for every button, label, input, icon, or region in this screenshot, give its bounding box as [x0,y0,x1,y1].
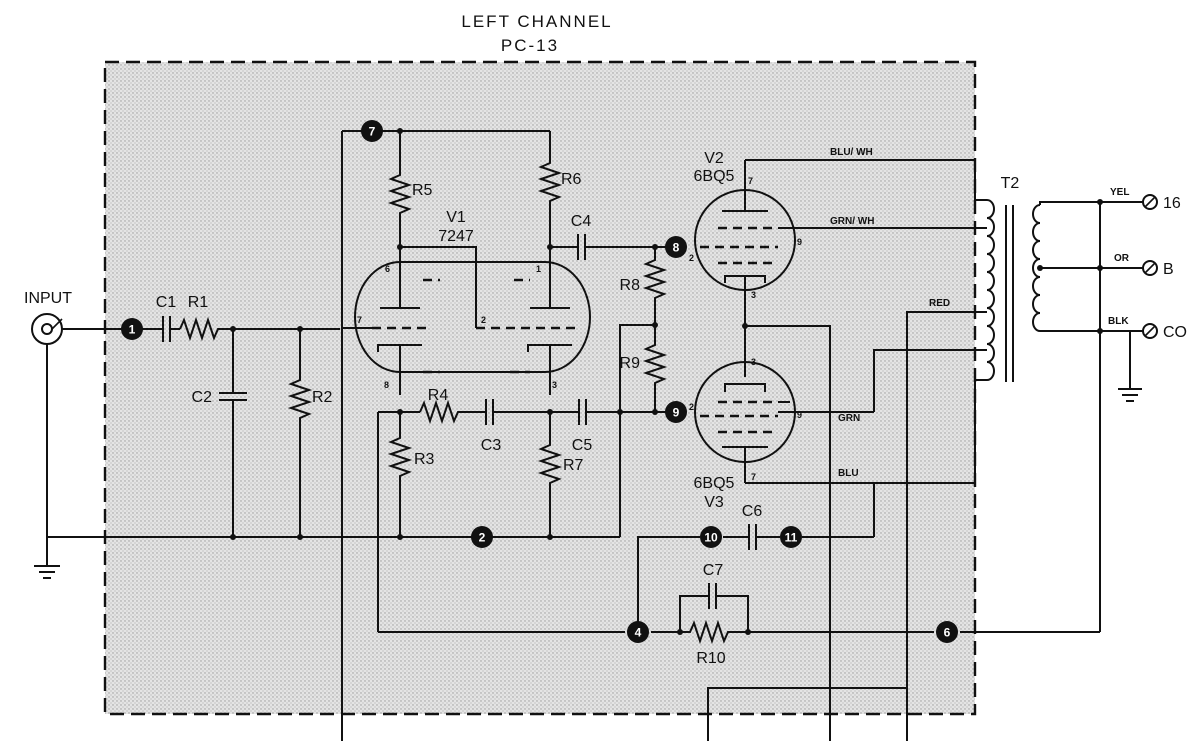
board-label: PC-13 [501,36,559,55]
v1-label: V1 [446,209,466,226]
resistor-r6 [537,131,563,247]
v1-pin8: 8 [384,380,389,390]
tube-v3 [694,340,796,483]
r2-label: R2 [312,389,333,406]
wire-blu-wh-label: BLU/ WH [830,147,873,158]
wire-yel-label: YEL [1110,187,1129,198]
v1-pin1: 1 [536,264,541,274]
input-jack [31,313,63,565]
svg-text:6: 6 [944,626,951,640]
c2-label: C2 [192,389,213,406]
capacitor-c6 [723,524,780,550]
v2-pin2: 2 [689,253,694,263]
v3-pin2: 2 [689,402,694,412]
v3-pin3: 3 [751,357,756,367]
v3-type-label: 6BQ5 [694,475,735,492]
svg-text:4: 4 [635,626,642,640]
wire-grn-label: GRN [838,413,860,424]
r8-label: R8 [620,277,641,294]
svg-text:10: 10 [704,531,718,545]
v2-pin9: 9 [797,237,802,247]
node-6: 6 [936,621,958,643]
tube-v1 [342,246,591,395]
node-2: 2 [471,526,493,548]
resistor-r7 [537,412,563,537]
resistor-r1 [179,316,340,342]
v3-pin7: 7 [751,472,756,482]
c7-label: C7 [703,562,724,579]
v1-pin3: 3 [552,380,557,390]
v3-label: V3 [704,494,724,511]
resistor-r4 [419,399,485,425]
capacitor-c1 [140,316,180,342]
speaker-terminal-b [1142,260,1158,276]
v2-pin3: 3 [751,290,756,300]
resistor-r10 [680,619,748,645]
speaker-terminal-com [1142,323,1158,339]
node-4: 4 [627,621,649,643]
r9-label: R9 [620,355,641,372]
node-10: 10 [700,526,722,548]
r7-label: R7 [563,457,584,474]
c6-label: C6 [742,503,763,520]
transformer-t2 [986,199,1100,382]
v2-label: V2 [704,150,724,167]
v2-type-label: 6BQ5 [694,168,735,185]
terminal-b-label: B [1163,261,1174,278]
svg-text:2: 2 [479,531,486,545]
svg-text:11: 11 [785,531,798,545]
capacitor-c3 [485,399,578,425]
resistor-r3 [387,412,413,537]
capacitor-c2 [219,329,247,537]
svg-text:8: 8 [673,241,680,255]
svg-text:7: 7 [369,125,376,139]
v1-pin6: 6 [385,264,390,274]
channel-title: LEFT CHANNEL [461,12,612,31]
wire-blu-label: BLU [838,468,859,479]
c5-label: C5 [572,437,593,454]
r1-label: R1 [188,294,209,311]
terminal-com-label: CO [1163,324,1187,341]
r6-label: R6 [561,171,582,188]
resistor-r2 [287,329,313,537]
resistor-r9 [642,325,668,412]
ground-symbol-right [1118,388,1142,402]
svg-text:1: 1 [129,323,136,337]
resistor-r5 [387,131,413,247]
node-1: 1 [121,318,143,340]
r10-label: R10 [696,650,725,667]
v3-pin9: 9 [797,410,802,420]
v1-type-label: 7247 [438,228,474,245]
input-label: INPUT [24,290,72,307]
wire-red-label: RED [929,298,950,309]
ground-symbol-left [34,565,60,579]
wire-blk-label: BLK [1108,316,1129,327]
t2-label: T2 [1001,175,1020,192]
tube-v2 [694,160,796,340]
node-7: 7 [361,120,383,142]
r4-label: R4 [428,387,449,404]
c4-label: C4 [571,213,592,230]
r5-label: R5 [412,182,433,199]
v2-pin7: 7 [748,176,753,186]
v1-pin7: 7 [357,315,362,325]
svg-text:9: 9 [673,406,680,420]
wire-grn-wh-label: GRN/ WH [830,216,874,227]
c3-label: C3 [481,437,502,454]
r3-label: R3 [414,451,435,468]
c1-label: C1 [156,294,177,311]
speaker-terminal-16 [1142,194,1158,210]
capacitor-c7 [679,583,749,632]
node-8: 8 [665,236,687,258]
terminal-16-label: 16 [1163,195,1181,212]
node-11: 11 [780,526,802,548]
v1-pin2: 2 [481,315,486,325]
wire-or-label: OR [1114,253,1130,264]
resistor-r8 [642,247,668,325]
node-9: 9 [665,401,687,423]
